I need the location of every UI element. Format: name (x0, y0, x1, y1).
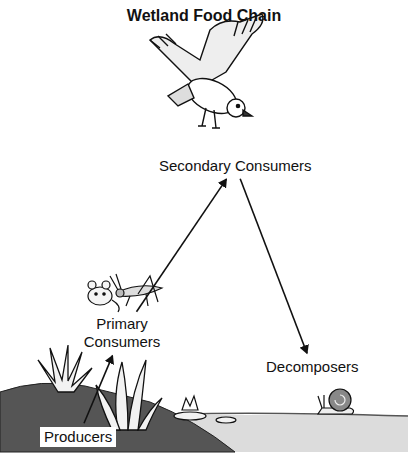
node-text: Producers (44, 428, 112, 446)
food-chain-arrow (84, 356, 113, 424)
food-chain-arrow (240, 179, 307, 354)
node-text: Secondary Consumers (159, 157, 312, 175)
decomposer-label: Decomposers (266, 358, 359, 376)
spiky-plant (38, 345, 92, 392)
water-lily (174, 396, 236, 423)
diagram-title: Wetland Food Chain (0, 7, 408, 25)
producer-label: Producers (40, 427, 116, 447)
grasshopper (110, 274, 162, 306)
hawk (150, 14, 263, 128)
node-text: Primary Consumers (76, 315, 168, 351)
snail (318, 389, 354, 414)
consumer-label: Primary Consumers (76, 315, 168, 351)
node-text: Decomposers (266, 358, 359, 376)
consumer-label: Secondary Consumers (159, 157, 312, 175)
mouse (88, 281, 119, 312)
food-chain-arrow (137, 179, 227, 312)
